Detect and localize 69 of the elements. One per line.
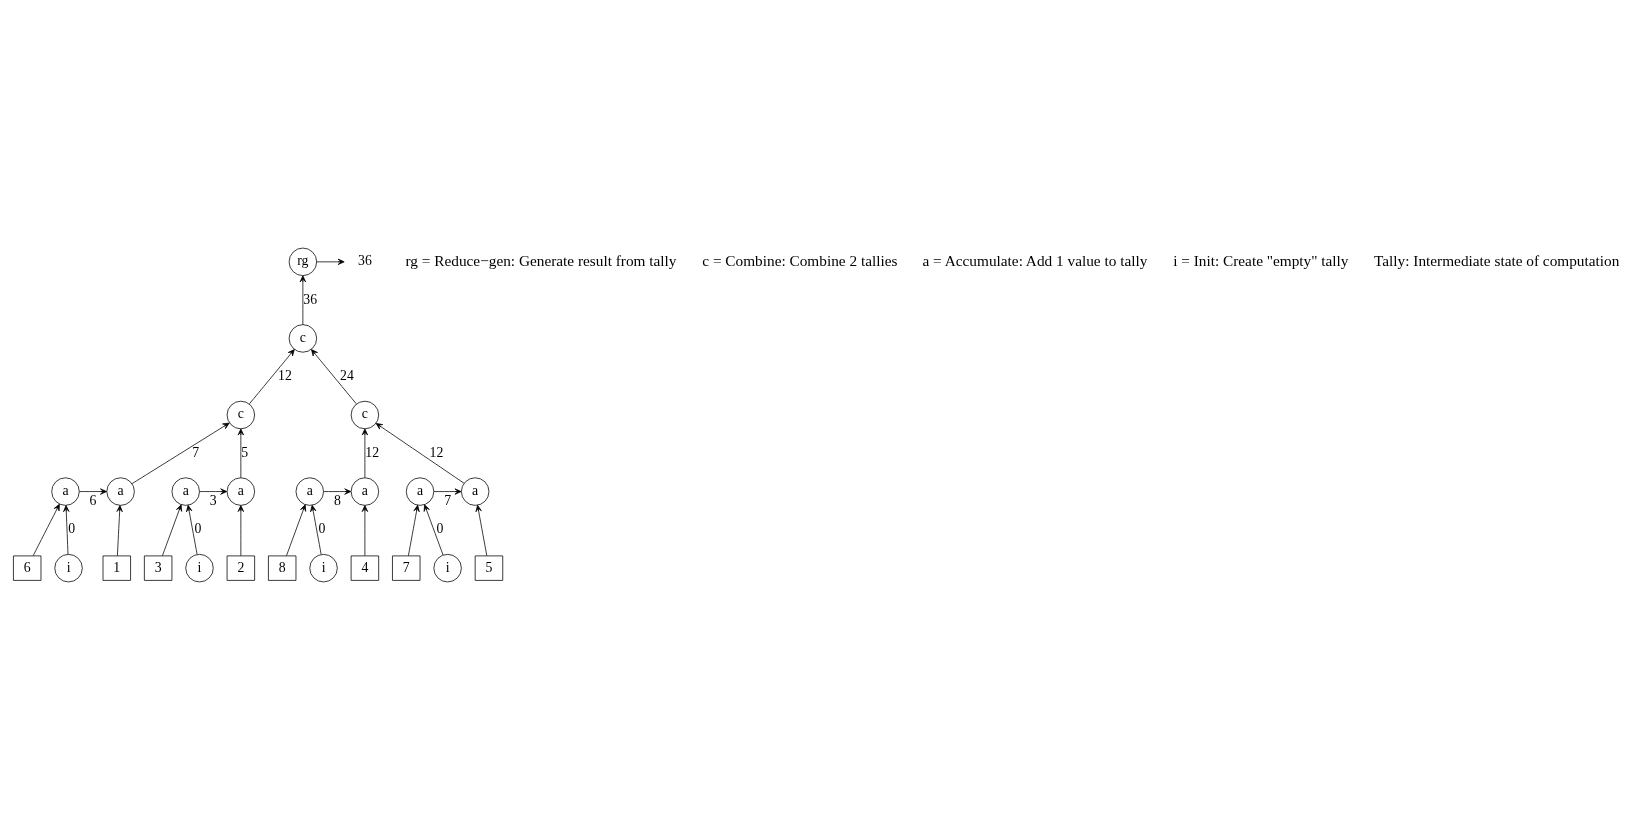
node-box: 2 (226, 555, 255, 581)
arrow (475, 504, 488, 556)
edge-label: 7 (192, 444, 200, 460)
arrow (408, 504, 420, 556)
edge-label: 24 (340, 367, 354, 383)
arrow (375, 422, 465, 484)
node-box: 5 (474, 555, 504, 581)
arrow (237, 504, 244, 556)
edge-label: 0 (436, 520, 444, 536)
edge-label: 8 (333, 492, 341, 508)
edge-label: 0 (318, 520, 326, 536)
node-circle: a (295, 476, 324, 506)
edge-label: 12 (365, 444, 380, 460)
arrow (433, 487, 462, 495)
arrow (310, 504, 322, 555)
edge-label: 3 (209, 492, 217, 508)
node-circle: rg (288, 247, 318, 276)
node-circle: a (350, 476, 380, 506)
arrow (286, 503, 307, 556)
arrow (423, 503, 444, 555)
arrow (32, 503, 60, 556)
node-circle: a (106, 476, 135, 506)
edge-label: 36 (303, 291, 318, 306)
arrow (361, 428, 369, 478)
arrow (186, 504, 198, 555)
label: i = Init: Create "empty" tally (1173, 251, 1349, 269)
node-box: 7 (392, 555, 421, 581)
arrow (316, 258, 345, 265)
node-circle: c (350, 400, 380, 429)
arrow (237, 428, 244, 478)
edge-label: 5 (241, 444, 249, 460)
label: Tally: Intermediate state of computation (1374, 251, 1620, 269)
node-circle: i (433, 553, 462, 582)
node-circle: a (171, 476, 200, 506)
label: rg = Reduce−gen: Generate result from tally (405, 251, 677, 269)
node-circle: a (405, 476, 435, 506)
node-box: 3 (143, 555, 173, 581)
label: a = Accumulate: Add 1 value to tally (922, 251, 1148, 269)
arrow (63, 504, 70, 555)
edge-label: 0 (194, 520, 202, 536)
node-circle: a (51, 476, 80, 506)
edge-label: 0 (68, 520, 76, 536)
arrow (311, 348, 357, 404)
arrow (361, 504, 369, 556)
node-circle: a (461, 476, 490, 506)
arrow (249, 348, 295, 404)
node-box: 8 (268, 555, 297, 581)
node-text: 36 (358, 252, 372, 268)
edge-label: 12 (278, 367, 292, 383)
arrow (116, 504, 123, 556)
node-circle: c (226, 400, 255, 429)
node-circle: i (309, 553, 338, 582)
node-circle: a (226, 476, 255, 506)
arrow (199, 487, 228, 495)
node-circle: c (288, 323, 318, 353)
arrow (131, 422, 230, 484)
arrow (299, 274, 306, 325)
label: c = Combine: Combine 2 tallies (702, 251, 898, 269)
node-box: 1 (102, 555, 131, 581)
node-box: 6 (13, 555, 42, 581)
node-circle: i (185, 553, 214, 582)
edge-label: 7 (444, 492, 452, 508)
arrow (79, 487, 107, 495)
edge-label: 12 (429, 444, 444, 460)
arrow (162, 503, 183, 556)
edge-label: 6 (89, 492, 97, 508)
node-box: 4 (350, 555, 380, 581)
arrow (323, 487, 352, 495)
node-circle: i (54, 553, 83, 582)
